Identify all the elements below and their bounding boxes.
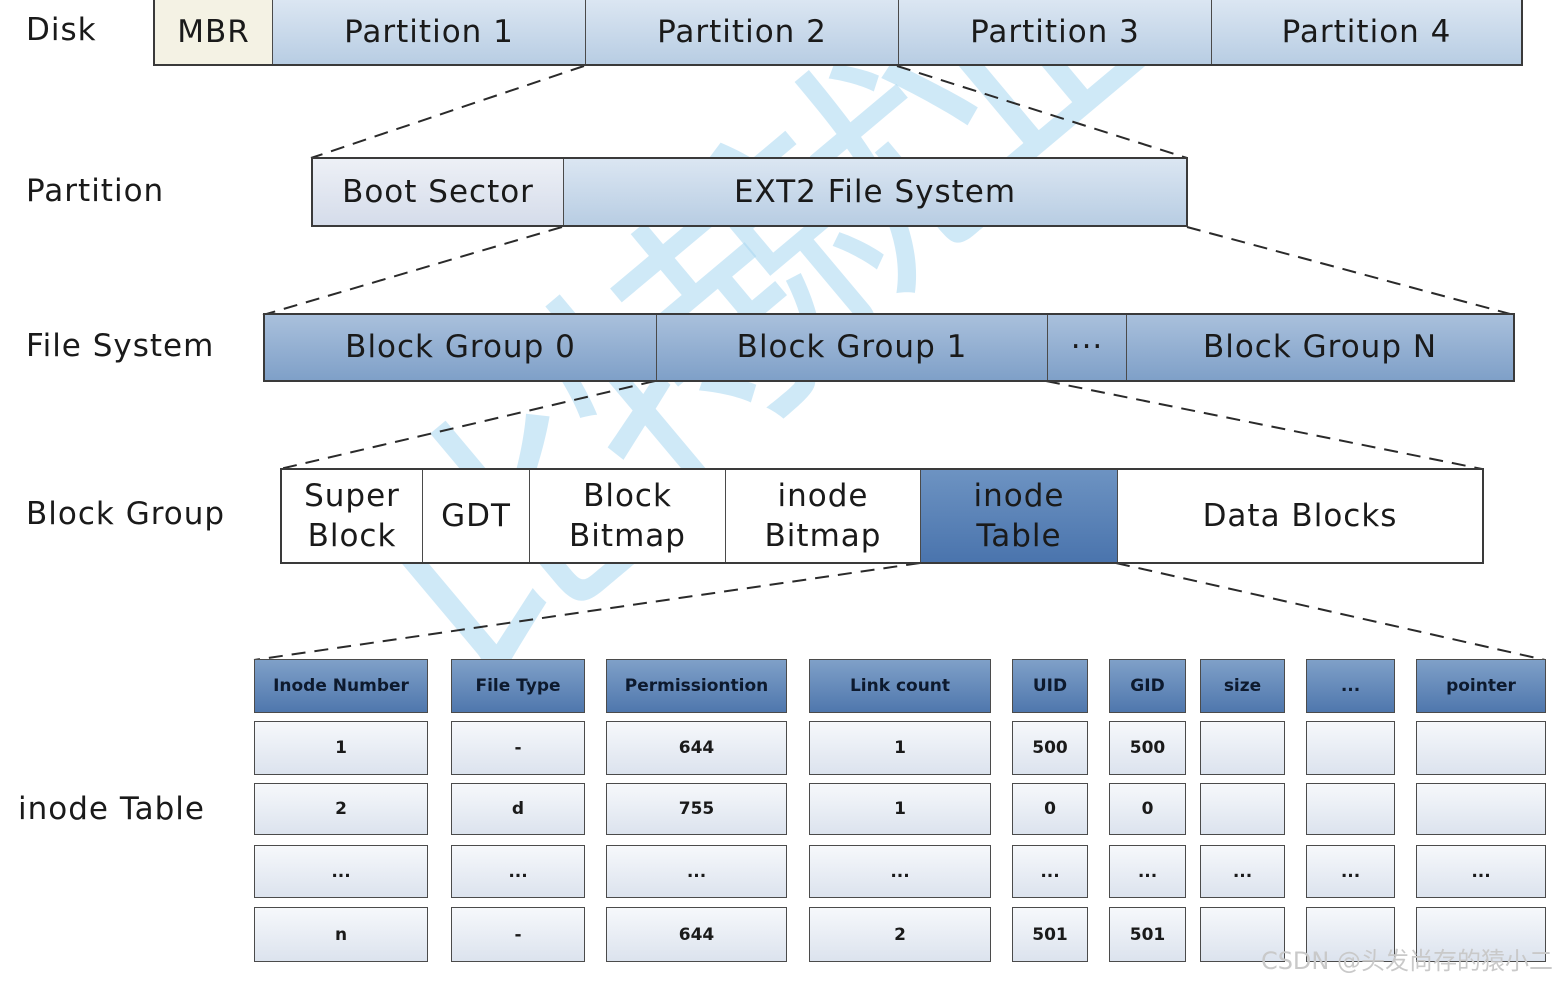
- table-cell: 644: [606, 721, 787, 775]
- table-cell: ...: [451, 845, 585, 898]
- label-block-group: Block Group: [26, 496, 226, 532]
- table-cell: [1416, 783, 1546, 835]
- table-cell: 755: [606, 783, 787, 835]
- table-cell: [1306, 721, 1395, 775]
- table-cell: d: [451, 783, 585, 835]
- disk-partition-4: Partition 4: [1212, 0, 1521, 64]
- table-cell: 501: [1012, 907, 1088, 962]
- table-cell: ...: [254, 845, 428, 898]
- disk-bar: MBR Partition 1 Partition 2 Partition 3 …: [153, 0, 1523, 66]
- label-file-system: File System: [26, 328, 215, 364]
- inode-table-block: inode Table: [921, 470, 1118, 562]
- table-cell: ...: [1012, 845, 1088, 898]
- table-header-cell: Inode Number: [254, 659, 428, 713]
- block-group-0: Block Group 0: [265, 315, 657, 380]
- table-cell: 0: [1012, 783, 1088, 835]
- block-group-n: Block Group N: [1127, 315, 1513, 380]
- table-cell: [1200, 783, 1285, 835]
- disk-mbr: MBR: [155, 0, 273, 64]
- table-cell: ...: [809, 845, 991, 898]
- table-header-cell: GID: [1109, 659, 1186, 713]
- partition-bar: Boot Sector EXT2 File System: [311, 157, 1188, 227]
- table-cell: [1306, 783, 1395, 835]
- gdt: GDT: [423, 470, 530, 562]
- ext2-file-system: EXT2 File System: [564, 159, 1186, 225]
- table-cell: -: [451, 721, 585, 775]
- table-cell: 644: [606, 907, 787, 962]
- table-header-cell: ...: [1306, 659, 1395, 713]
- disk-partition-3: Partition 3: [899, 0, 1212, 64]
- table-cell: 2: [254, 783, 428, 835]
- table-cell: 501: [1109, 907, 1186, 962]
- table-header-cell: pointer: [1416, 659, 1546, 713]
- table-cell: 1: [809, 721, 991, 775]
- table-cell: 2: [809, 907, 991, 962]
- table-header-cell: File Type: [451, 659, 585, 713]
- super-block: Super Block: [282, 470, 423, 562]
- table-header-cell: Permissiontion: [606, 659, 787, 713]
- table-header-cell: Link count: [809, 659, 991, 713]
- file-system-bar: Block Group 0 Block Group 1 ··· Block Gr…: [263, 313, 1515, 382]
- label-partition: Partition: [26, 173, 165, 209]
- disk-partition-1: Partition 1: [273, 0, 586, 64]
- table-cell: [1416, 907, 1546, 962]
- table-cell: ...: [606, 845, 787, 898]
- table-cell: ...: [1306, 845, 1395, 898]
- label-inode-table: inode Table: [18, 791, 205, 827]
- label-disk: Disk: [26, 12, 97, 48]
- table-cell: 500: [1109, 721, 1186, 775]
- block-group-bar: Super Block GDT Block Bitmap inode Bitma…: [280, 468, 1484, 564]
- block-bitmap: Block Bitmap: [530, 470, 726, 562]
- table-cell: 1: [254, 721, 428, 775]
- table-cell: n: [254, 907, 428, 962]
- table-cell: ...: [1416, 845, 1546, 898]
- table-cell: ...: [1109, 845, 1186, 898]
- disk-partition-2: Partition 2: [586, 0, 899, 64]
- watermark-text: CSDN @头发尚存的猿小二: [1260, 947, 1553, 975]
- table-cell: -: [451, 907, 585, 962]
- table-header-cell: size: [1200, 659, 1285, 713]
- inode-bitmap: inode Bitmap: [726, 470, 921, 562]
- table-cell: 500: [1012, 721, 1088, 775]
- block-group-1: Block Group 1: [657, 315, 1048, 380]
- table-cell: [1200, 721, 1285, 775]
- data-blocks: Data Blocks: [1118, 470, 1482, 562]
- table-cell: [1200, 907, 1285, 962]
- table-cell: [1306, 907, 1395, 962]
- table-cell: [1416, 721, 1546, 775]
- block-group-ellipsis: ···: [1048, 315, 1127, 380]
- table-header-cell: UID: [1012, 659, 1088, 713]
- table-cell: ...: [1200, 845, 1285, 898]
- table-cell: 1: [809, 783, 991, 835]
- table-cell: 0: [1109, 783, 1186, 835]
- boot-sector: Boot Sector: [313, 159, 564, 225]
